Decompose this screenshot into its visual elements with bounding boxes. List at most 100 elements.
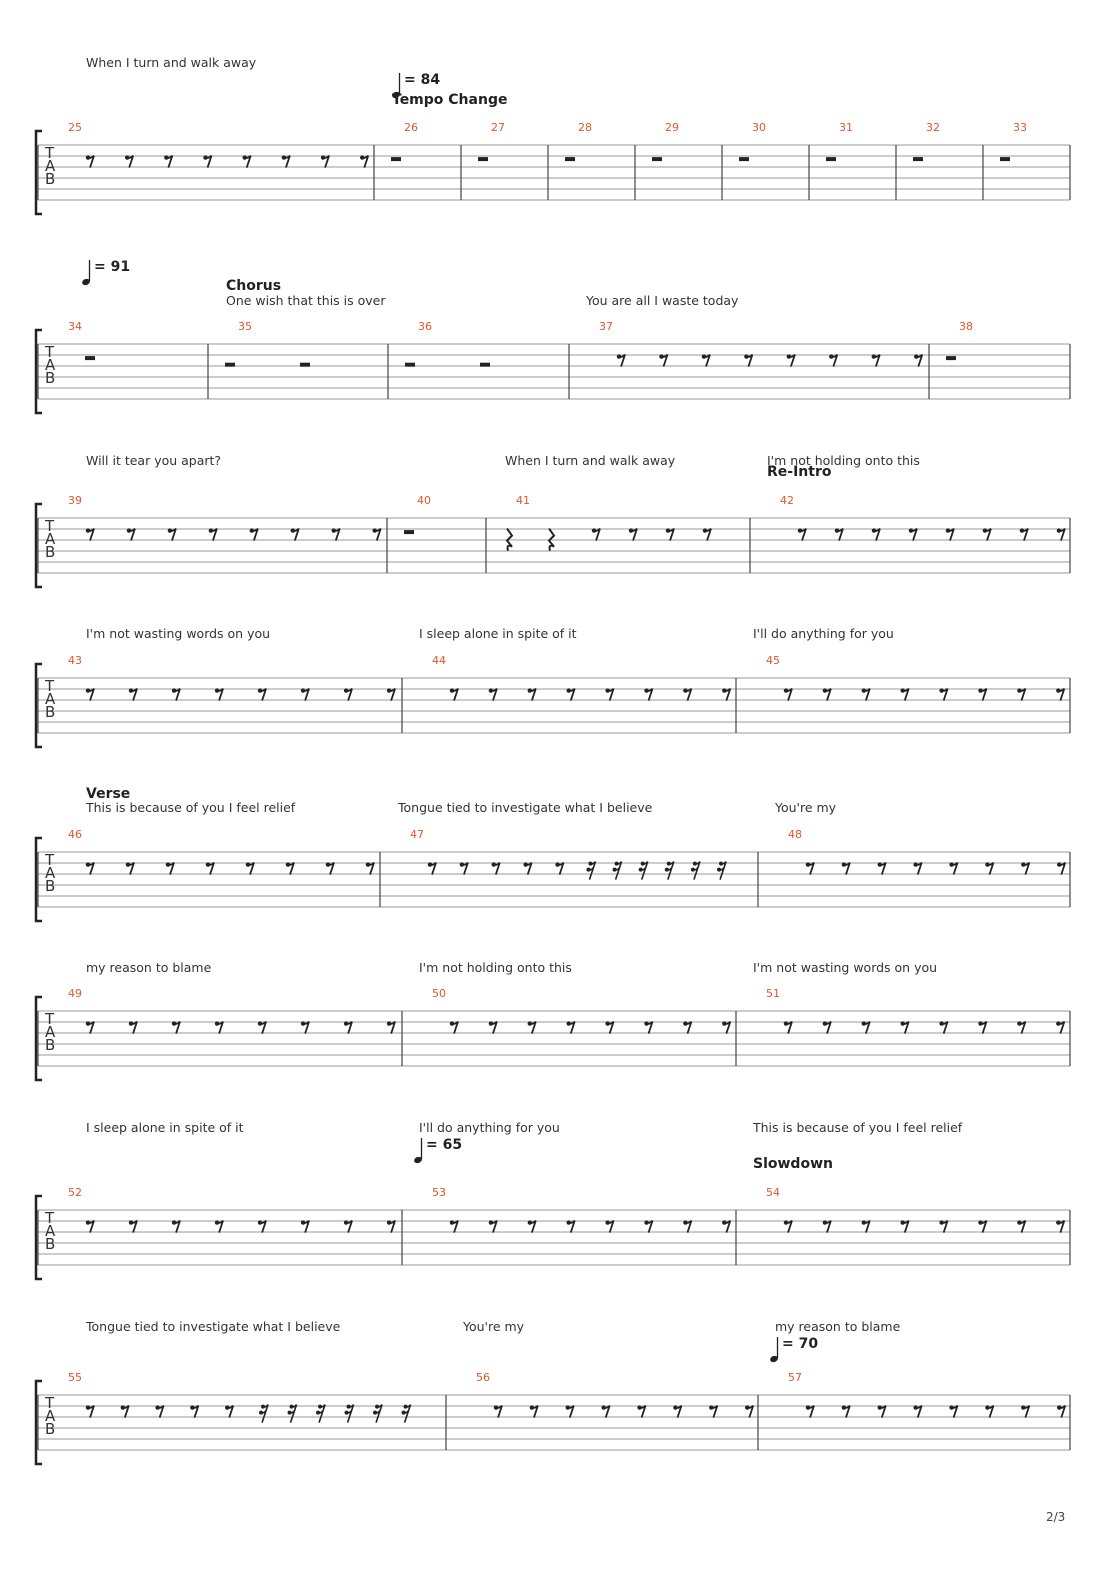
eighth-rest-icon <box>332 527 341 541</box>
eighth-rest-icon <box>450 1219 459 1233</box>
bar-number: 30 <box>752 121 766 134</box>
lyric-line: You're my <box>775 800 837 815</box>
eighth-rest-icon <box>301 1219 310 1233</box>
eighth-rest-icon <box>1017 1020 1027 1034</box>
eighth-rest-icon <box>722 1219 732 1233</box>
system-bracket <box>34 328 42 415</box>
bar-number: 41 <box>516 494 530 507</box>
eighth-rest-icon <box>168 527 177 541</box>
bar-number: 56 <box>476 1371 490 1384</box>
eighth-rest-icon <box>914 353 924 367</box>
eighth-rest-icon <box>450 1020 459 1034</box>
eighth-rest-icon <box>901 1219 910 1233</box>
eighth-rest-icon <box>206 861 215 875</box>
eighth-rest-icon <box>366 861 375 875</box>
eighth-rest-icon <box>258 1020 267 1034</box>
lyric-line: Tongue tied to investigate what I believ… <box>398 800 653 815</box>
eighth-rest-icon <box>949 861 959 875</box>
tempo-note-head <box>392 91 400 99</box>
bar-number: 47 <box>410 828 424 841</box>
eighth-rest-icon <box>250 527 259 541</box>
bar-number: 46 <box>68 828 82 841</box>
whole-rest-icon <box>565 157 575 162</box>
eighth-rest-icon <box>629 527 638 541</box>
eighth-rest-icon <box>203 154 213 168</box>
whole-rest-icon <box>1000 157 1010 162</box>
eighth-rest-icon <box>286 861 295 875</box>
eighth-rest-icon <box>126 861 135 875</box>
page-number: 2/3 <box>1046 1510 1066 1524</box>
eighth-rest-icon <box>798 527 807 541</box>
bar-number: 42 <box>780 494 794 507</box>
sixteenth-rest-icon <box>639 861 649 880</box>
bar-number: 31 <box>839 121 853 134</box>
lyric-line: my reason to blame <box>86 960 212 975</box>
bar-number: 55 <box>68 1371 82 1384</box>
eighth-rest-icon <box>1056 1020 1066 1034</box>
eighth-rest-icon <box>528 1020 537 1034</box>
sixteenth-rest-icon <box>259 1404 269 1423</box>
eighth-rest-icon <box>209 527 218 541</box>
system-bracket <box>34 1194 42 1281</box>
eighth-rest-icon <box>862 687 871 701</box>
eighth-rest-icon <box>567 1020 576 1034</box>
eighth-rest-icon <box>225 1404 235 1418</box>
eighth-rest-icon <box>702 353 711 367</box>
eighth-rest-icon <box>258 687 267 701</box>
bar-number: 44 <box>432 654 446 667</box>
section-label: Slowdown <box>753 1156 833 1172</box>
eighth-rest-icon <box>939 687 949 701</box>
eighth-rest-icon <box>978 687 988 701</box>
eighth-rest-icon <box>644 687 654 701</box>
eighth-rest-icon <box>983 527 992 541</box>
eighth-rest-icon <box>344 1020 353 1034</box>
eighth-rest-icon <box>602 1404 611 1418</box>
sixteenth-rest-icon <box>344 1404 355 1423</box>
eighth-rest-icon <box>387 687 396 701</box>
eighth-rest-icon <box>605 1020 615 1034</box>
bar-number: 49 <box>68 987 82 1000</box>
eighth-rest-icon <box>127 527 136 541</box>
eighth-rest-icon <box>387 1020 396 1034</box>
quarter-rest-icon <box>547 528 556 551</box>
eighth-rest-icon <box>784 1020 793 1034</box>
eighth-rest-icon <box>1021 1404 1031 1418</box>
lyric-line: One wish that this is over <box>226 293 386 308</box>
lyric-line: I'll do anything for you <box>419 1120 560 1135</box>
eighth-rest-icon <box>1017 1219 1027 1233</box>
bar-number: 57 <box>788 1371 802 1384</box>
eighth-rest-icon <box>190 1404 200 1418</box>
eighth-rest-icon <box>215 687 224 701</box>
bar-number: 54 <box>766 1186 780 1199</box>
system-bracket <box>34 129 42 216</box>
eighth-rest-icon <box>129 1219 138 1233</box>
section-label: Chorus <box>226 278 282 294</box>
whole-rest-icon <box>739 157 749 162</box>
bar-number: 38 <box>959 320 973 333</box>
bar-number: 29 <box>665 121 679 134</box>
half-rest-icon <box>405 362 415 367</box>
sixteenth-rest-icon <box>717 861 727 880</box>
eighth-rest-icon <box>301 1020 310 1034</box>
sixteenth-rest-icon <box>373 1404 383 1423</box>
eighth-rest-icon <box>829 353 839 367</box>
eighth-rest-icon <box>492 861 501 875</box>
eighth-rest-icon <box>344 687 353 701</box>
eighth-rest-icon <box>155 1404 165 1418</box>
eighth-rest-icon <box>1057 1404 1067 1418</box>
half-rest-icon <box>225 362 235 367</box>
eighth-rest-icon <box>1020 527 1029 541</box>
eighth-rest-icon <box>326 861 335 875</box>
eighth-rest-icon <box>489 1219 498 1233</box>
eighth-rest-icon <box>666 527 675 541</box>
sixteenth-rest-icon <box>401 1404 412 1423</box>
eighth-rest-icon <box>787 353 796 367</box>
eighth-rest-icon <box>344 1219 353 1233</box>
tempo-note-head <box>770 1355 778 1363</box>
bar-number: 36 <box>418 320 432 333</box>
